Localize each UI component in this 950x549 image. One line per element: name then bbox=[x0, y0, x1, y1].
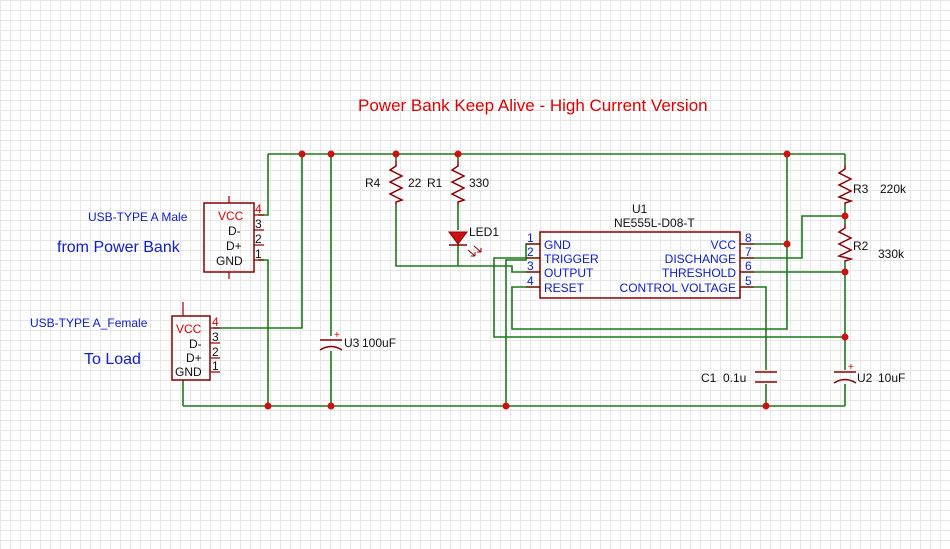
ic-u1-part: NE555L-D08-T bbox=[614, 216, 695, 230]
ic-pin-num-6: 6 bbox=[745, 259, 752, 273]
ic-pin-threshold: THRESHOLD bbox=[662, 266, 736, 280]
resistor-r4 bbox=[388, 161, 404, 205]
ic-pin-trigger: TRIGGER bbox=[544, 252, 599, 266]
wires bbox=[182, 153, 846, 407]
usb-male-pin-dplus: D+ bbox=[226, 239, 242, 253]
usb-female-pin-gnd: GND bbox=[175, 365, 202, 379]
ic-pin-gnd: GND bbox=[544, 238, 571, 252]
usb-female-name: USB-TYPE A_Female bbox=[30, 316, 148, 330]
capacitor-u2-value: 10uF bbox=[878, 371, 905, 385]
capacitor-u2-label: U2 bbox=[857, 371, 873, 385]
schematic-title: Power Bank Keep Alive - High Current Ver… bbox=[358, 96, 708, 115]
usb-male-pin-num-2: 2 bbox=[255, 232, 262, 246]
usb-male-name: USB-TYPE A Male bbox=[88, 210, 188, 224]
resistor-r1-value: 330 bbox=[469, 176, 489, 190]
ic-u1-label: U1 bbox=[632, 202, 648, 216]
resistor-r1 bbox=[450, 161, 466, 205]
ic-pin-vcc: VCC bbox=[711, 238, 737, 252]
resistor-r3 bbox=[837, 165, 854, 205]
usb-female-pin-num-3: 3 bbox=[212, 330, 219, 344]
led1-label: LED1 bbox=[469, 225, 499, 239]
ic-pin-num-3: 3 bbox=[527, 259, 534, 273]
capacitor-u3: + bbox=[319, 330, 343, 351]
ic-u1 bbox=[526, 231, 754, 299]
ic-pin-num-1: 1 bbox=[527, 231, 534, 245]
usb-male-pin-vcc: VCC bbox=[218, 209, 244, 223]
capacitor-c1-label: C1 bbox=[701, 371, 717, 385]
usb-male-connector: VCC D- D+ GND 4 3 2 1 bbox=[203, 196, 264, 279]
usb-female-pin-num-4: 4 bbox=[212, 315, 219, 329]
ic-pin-reset: RESET bbox=[544, 281, 585, 295]
capacitor-c1 bbox=[755, 371, 777, 383]
resistor-r4-value: 22 bbox=[408, 176, 422, 190]
ic-pin-output: OUTPUT bbox=[544, 266, 594, 280]
usb-male-pin-num-3: 3 bbox=[255, 217, 262, 231]
svg-text:+: + bbox=[334, 330, 340, 341]
usb-male-pin-gnd: GND bbox=[216, 254, 243, 268]
capacitor-u2: + bbox=[833, 362, 857, 384]
ic-pin-num-7: 7 bbox=[745, 245, 752, 259]
resistor-r2-label: R2 bbox=[853, 239, 869, 253]
ic-pin-dischange: DISCHANGE bbox=[665, 252, 736, 266]
resistor-r3-label: R3 bbox=[853, 182, 869, 196]
ic-pin-control-voltage: CONTROL VOLTAGE bbox=[620, 281, 736, 295]
capacitor-u3-value: 100uF bbox=[362, 336, 396, 350]
ic-pin-num-2: 2 bbox=[527, 245, 534, 259]
resistor-r3-value: 220k bbox=[880, 182, 907, 196]
resistor-r2 bbox=[836, 224, 854, 262]
usb-female-pin-dminus: D- bbox=[189, 337, 202, 351]
usb-female-pin-dplus: D+ bbox=[186, 351, 202, 365]
led1 bbox=[448, 231, 482, 257]
capacitor-c1-value: 0.1u bbox=[723, 371, 746, 385]
usb-female-pin-vcc: VCC bbox=[176, 322, 202, 336]
usb-female-connector: VCC D- D+ GND 4 3 2 1 bbox=[171, 302, 220, 381]
resistor-r2-value: 330k bbox=[878, 247, 905, 261]
ic-pin-num-8: 8 bbox=[745, 231, 752, 245]
resistor-r4-label: R4 bbox=[365, 176, 381, 190]
junction-dots bbox=[264, 150, 849, 410]
resistor-r1-label: R1 bbox=[427, 176, 443, 190]
ic-pin-num-4: 4 bbox=[527, 274, 534, 288]
usb-female-pin-num-2: 2 bbox=[212, 345, 219, 359]
ic-pin-num-5: 5 bbox=[745, 274, 752, 288]
usb-female-pin-num-1: 1 bbox=[212, 359, 219, 373]
usb-male-pin-num-4: 4 bbox=[255, 202, 262, 216]
usb-male-pin-num-1: 1 bbox=[255, 247, 262, 261]
capacitor-u3-label: U3 bbox=[344, 336, 360, 350]
usb-male-pin-dminus: D- bbox=[228, 224, 241, 238]
svg-text:+: + bbox=[848, 362, 854, 373]
usb-male-note: from Power Bank bbox=[57, 239, 181, 256]
usb-female-note: To Load bbox=[84, 351, 141, 368]
